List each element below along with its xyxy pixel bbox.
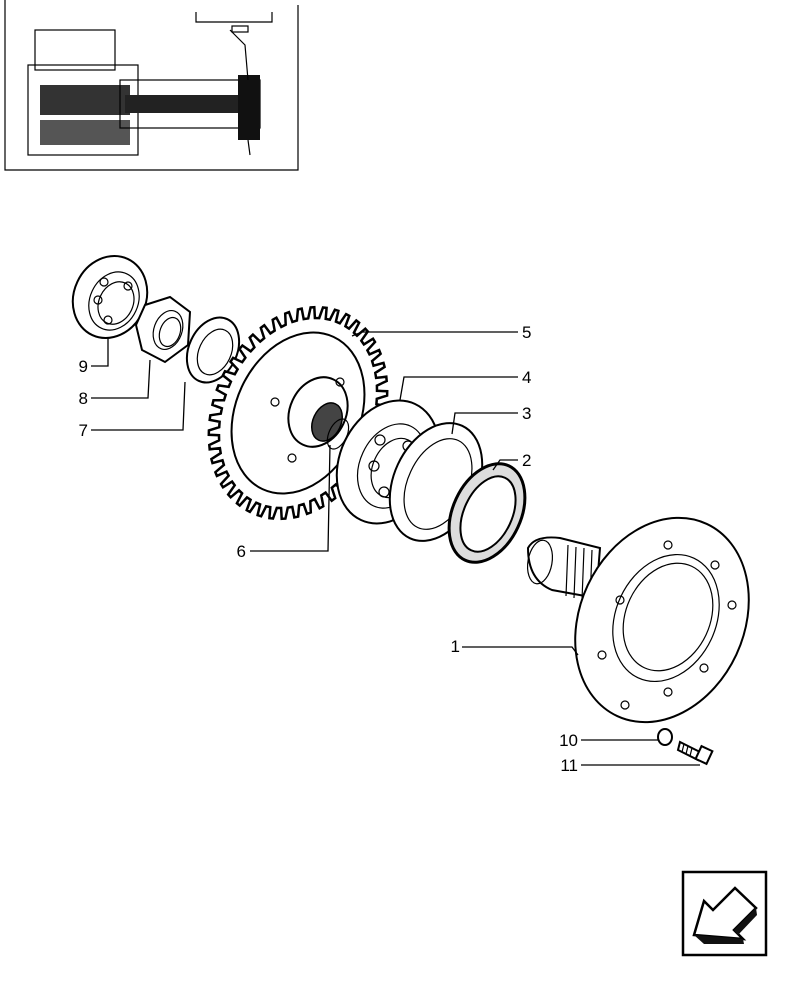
part-label: 9 [79, 357, 88, 376]
part-label: 6 [237, 542, 246, 561]
leader-lines [91, 331, 700, 766]
part-label: 3 [522, 404, 531, 423]
part-5-gear [207, 305, 389, 521]
part-label: 10 [559, 731, 578, 750]
locator-thumbnail-icon [4, 0, 299, 171]
part-8-nut [134, 295, 192, 364]
part-label: 7 [79, 421, 88, 440]
part-label: 1 [451, 637, 460, 656]
part-labels: 1 2 3 4 5 6 7 8 9 10 11 [79, 323, 578, 775]
part-label: 5 [522, 323, 531, 342]
back-arrow-icon [692, 886, 758, 944]
part-7-washer [185, 316, 241, 384]
part-2-seal [447, 462, 527, 564]
part-label: 8 [79, 389, 88, 408]
part-1-flange-shaft [526, 516, 750, 724]
part-10-washer [657, 728, 673, 746]
part-label: 4 [522, 368, 531, 387]
part-label: 2 [522, 451, 531, 470]
part-label: 11 [560, 756, 578, 775]
back-arrow-button[interactable] [681, 870, 768, 957]
part-11-bolt [676, 740, 714, 766]
part-9-bearing [71, 255, 149, 339]
